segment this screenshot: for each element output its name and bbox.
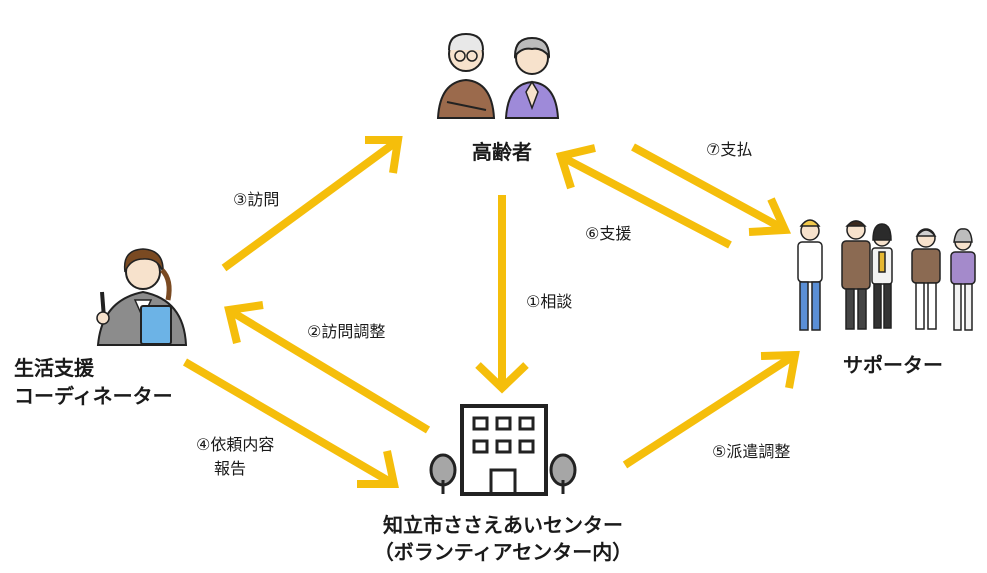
node-elderly-label: 高齢者 [472, 140, 532, 164]
edge-consult-label: ①相談 [526, 292, 573, 311]
arrow-request [182, 358, 399, 488]
node-center-label-line1: 知立市ささえあいセンター [383, 513, 623, 537]
edge-dispatch-adjust-label: ⑤派遣調整 [712, 442, 791, 461]
edge-payment-label: ⑦支払 [706, 140, 753, 159]
arrow-visit [221, 136, 403, 272]
arrow-visit-adjust [224, 301, 431, 434]
edge-request-label-line1: ④依頼内容 [196, 435, 275, 454]
edge-visit-label: ③訪問 [233, 190, 280, 209]
node-coordinator-label-line2: コーディネーター [14, 384, 173, 408]
building-icon [460, 404, 548, 496]
node-center-label-line2: （ボランティアセンター内） [373, 540, 633, 564]
arrow-payment [631, 143, 792, 236]
arrow-consult [475, 195, 529, 394]
edge-request-label-line2: 報告 [214, 459, 247, 478]
node-coordinator-label-line1: 生活支援 [14, 356, 94, 380]
coordinator-woman-icon [96, 248, 188, 346]
node-supporters-label: サポーター [843, 353, 943, 377]
elderly-couple-icon [436, 32, 560, 119]
supporters-group-icon [797, 219, 976, 331]
tree-icon [549, 453, 577, 494]
edge-support-label: ⑥支援 [585, 224, 632, 243]
arrow-support [555, 144, 732, 249]
edge-visit-adjust-label: ②訪問調整 [307, 322, 386, 341]
arrow-dispatch-adjust [622, 350, 800, 469]
tree-icon [429, 453, 457, 494]
